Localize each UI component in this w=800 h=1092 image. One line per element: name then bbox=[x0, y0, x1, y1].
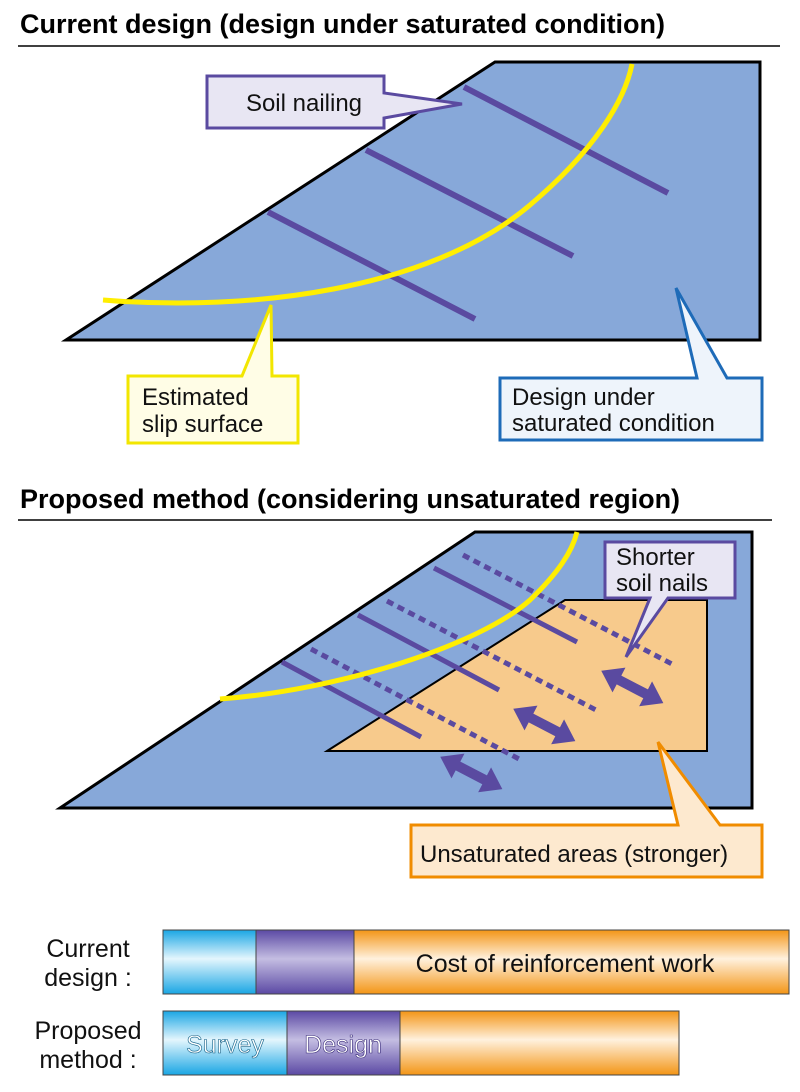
unsaturated-label: Unsaturated areas (stronger) bbox=[420, 841, 728, 868]
reinforcement-cost-segment bbox=[353, 929, 790, 995]
design-cost-segment bbox=[286, 1010, 401, 1076]
proposed-method-title: Proposed method (considering unsaturated… bbox=[20, 484, 680, 514]
reinforcement-cost-segment bbox=[399, 1010, 680, 1076]
callout-box bbox=[409, 741, 764, 879]
survey-cost-segment bbox=[162, 929, 257, 995]
soil-nailing-label: Soil nailing bbox=[246, 90, 362, 117]
soil-nail bbox=[280, 659, 423, 740]
callout-box bbox=[126, 304, 300, 445]
soil-nail-removed-portion bbox=[385, 598, 598, 713]
estimated-slip-surface bbox=[102, 63, 635, 306]
soil-nail-removed-portion bbox=[309, 646, 521, 762]
cost-comparison: Current design : Cost of reinforcement w… bbox=[34, 929, 790, 1076]
design-segment-label: Design bbox=[304, 1031, 382, 1059]
double-arrow bbox=[601, 667, 664, 707]
survey-segment-label: Survey bbox=[186, 1031, 264, 1059]
callout-box bbox=[498, 287, 764, 442]
unsaturated-areas-callout: Unsaturated areas (stronger) bbox=[409, 741, 764, 879]
current-design-title: Current design (design under saturated c… bbox=[20, 9, 665, 39]
shorter-nails-label-line2: soil nails bbox=[616, 570, 708, 597]
double-arrow bbox=[513, 705, 576, 745]
callout-box bbox=[205, 74, 463, 130]
soil-nailing-callout: Soil nailing bbox=[205, 74, 463, 130]
shortening-arrows bbox=[440, 667, 664, 793]
current-design-section: Current design (design under saturated c… bbox=[18, 9, 780, 445]
current-design-label-line2: design : bbox=[44, 964, 132, 992]
reinforcement-cost-label: Cost of reinforcement work bbox=[416, 950, 715, 978]
soil-nail bbox=[462, 84, 670, 196]
shorter-soil-nails-callout: Shorter soil nails bbox=[603, 540, 737, 658]
current-cost-bar: Cost of reinforcement work bbox=[162, 929, 790, 995]
original-nail-lengths bbox=[309, 552, 674, 762]
slip-surface-label-line2: slip surface bbox=[142, 411, 263, 438]
saturated-label-line2: saturated condition bbox=[512, 410, 715, 437]
proposed-method-section: Proposed method (considering unsaturated… bbox=[18, 484, 772, 879]
slope-body bbox=[60, 60, 762, 342]
shorter-nails-label-line1: Shorter bbox=[616, 544, 695, 571]
current-design-label-line1: Current bbox=[46, 935, 129, 963]
soil-nails bbox=[266, 84, 670, 322]
double-arrow bbox=[440, 753, 503, 793]
saturated-condition-callout: Design under saturated condition bbox=[498, 287, 764, 442]
design-cost-segment bbox=[255, 929, 355, 995]
estimated-slip-surface bbox=[219, 531, 580, 702]
soil-nail bbox=[432, 565, 579, 645]
proposed-cost-bar: Survey Design bbox=[162, 1010, 680, 1076]
slip-surface-callout: Estimated slip surface bbox=[126, 304, 300, 445]
survey-cost-segment bbox=[162, 1010, 288, 1076]
soil-nail-removed-portion bbox=[461, 552, 674, 667]
saturated-label-line1: Design under bbox=[512, 384, 655, 411]
soil-nail bbox=[364, 147, 575, 259]
proposed-method-label-line1: Proposed bbox=[34, 1017, 141, 1045]
soil-nail bbox=[266, 209, 477, 322]
proposed-method-label-line2: method : bbox=[39, 1046, 136, 1074]
callout-box bbox=[603, 540, 737, 658]
slip-surface-label-line1: Estimated bbox=[142, 384, 249, 411]
